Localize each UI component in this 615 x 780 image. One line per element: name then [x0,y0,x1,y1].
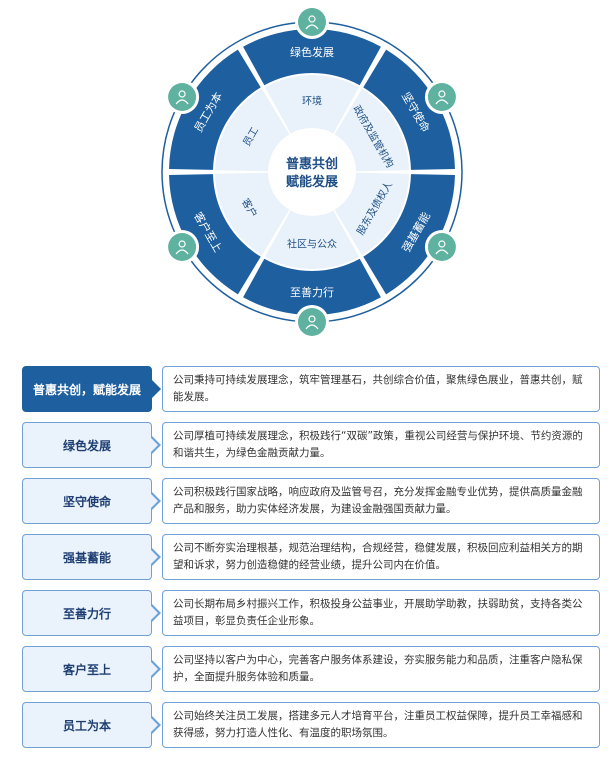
row-description: 公司长期布局乡村振兴工作，积极投身公益事业，开展助学助教，扶弱助贫，支持各类公益… [162,590,600,636]
row-description: 公司不断夯实治理根基，规范治理结构，合规经营，稳健发展，积极回应利益相关方的期望… [162,534,600,580]
table-row: 坚守使命公司积极践行国家战略，响应政府及监管号召，充分发挥金融专业优势，提供高质… [22,478,600,524]
row-arrow [151,548,161,566]
outer-segment-label-3: 至善力行 [290,285,334,299]
row-arrow [151,660,161,678]
inner-segment-0 [264,75,360,134]
row-arrow [151,604,161,622]
row-label: 坚守使命 [22,478,152,524]
table-row: 员工为本公司始终关注员工发展，搭建多元人才培育平台，注重员工权益保障，提升员工幸… [22,702,600,748]
plant-globe-icon [295,5,329,39]
inner-segment-3 [264,210,360,269]
row-description: 公司始终关注员工发展，搭建多元人才培育平台，注重员工权益保障，提升员工幸福感和获… [162,702,600,748]
government-building-icon [424,80,459,114]
outer-segment-0 [243,28,381,86]
row-arrow [151,716,161,734]
center-label-line1: 普惠共创 [286,156,338,172]
table-row: 客户至上公司坚持以客户为中心，完善客户服务体系建设，夯实服务能力和品质，注重客户… [22,646,600,692]
inner-segment-1 [334,88,409,172]
inner-segment-2 [334,172,409,256]
row-label: 绿色发展 [22,422,152,468]
globe-people-icon [424,230,459,264]
row-arrow [151,436,161,454]
team-people-icon [165,80,200,114]
inner-segment-5 [215,88,290,172]
row-label: 至善力行 [22,590,152,636]
outer-segment-3 [243,258,381,315]
row-label: 普惠共创，赋能发展 [22,366,152,412]
hand-plant-icon [295,305,329,339]
handshake-icon [165,230,200,264]
outer-segment-label-0: 绿色发展 [290,45,334,59]
row-label: 客户至上 [22,646,152,692]
table-row: 普惠共创，赋能发展公司秉持可持续发展理念，筑牢管理基石，共创综合价值，聚焦绿色展… [22,366,600,412]
table-row: 强基蓄能公司不断夯实治理根基，规范治理结构，合规经营，稳健发展，积极回应利益相关… [22,534,600,580]
stakeholder-wheel-diagram: 绿色发展坚守使命强基蓄能至善力行客户至上员工为本环境政府及监管机构股东及债权人社… [161,5,463,339]
outer-segment-2 [363,174,455,295]
row-description: 公司坚持以客户为中心，完善客户服务体系建设，夯实服务能力和品质，注重客户隐私保护… [162,646,600,692]
row-description: 公司秉持可持续发展理念，筑牢管理基石，共创综合价值，聚焦绿色展业，普惠共创，赋能… [162,366,600,412]
description-table: 普惠共创，赋能发展公司秉持可持续发展理念，筑牢管理基石，共创综合价值，聚焦绿色展… [22,366,600,758]
inner-segment-4 [215,172,290,256]
table-row: 绿色发展公司厚植可持续发展理念，积极践行“双碳”政策，重视公司经营与保护环境、节… [22,422,600,468]
outer-segment-1 [363,49,455,170]
stakeholder-label-3: 社区与公众 [287,238,337,251]
row-arrow [151,380,161,398]
outer-segment-4 [169,174,261,295]
table-row: 至善力行公司长期布局乡村振兴工作，积极投身公益事业，开展助学助教，扶弱助贫，支持… [22,590,600,636]
row-description: 公司厚植可持续发展理念，积极践行“双碳”政策，重视公司经营与保护环境、节约资源的… [162,422,600,468]
row-arrow [151,492,161,510]
center-circle [269,129,355,215]
outer-segment-5 [169,49,261,170]
row-description: 公司积极践行国家战略，响应政府及监管号召，充分发挥金融专业优势，提供高质量金融产… [162,478,600,524]
row-label: 员工为本 [22,702,152,748]
row-label: 强基蓄能 [22,534,152,580]
stakeholder-label-0: 环境 [302,95,322,108]
center-label-line2: 赋能发展 [286,174,339,190]
